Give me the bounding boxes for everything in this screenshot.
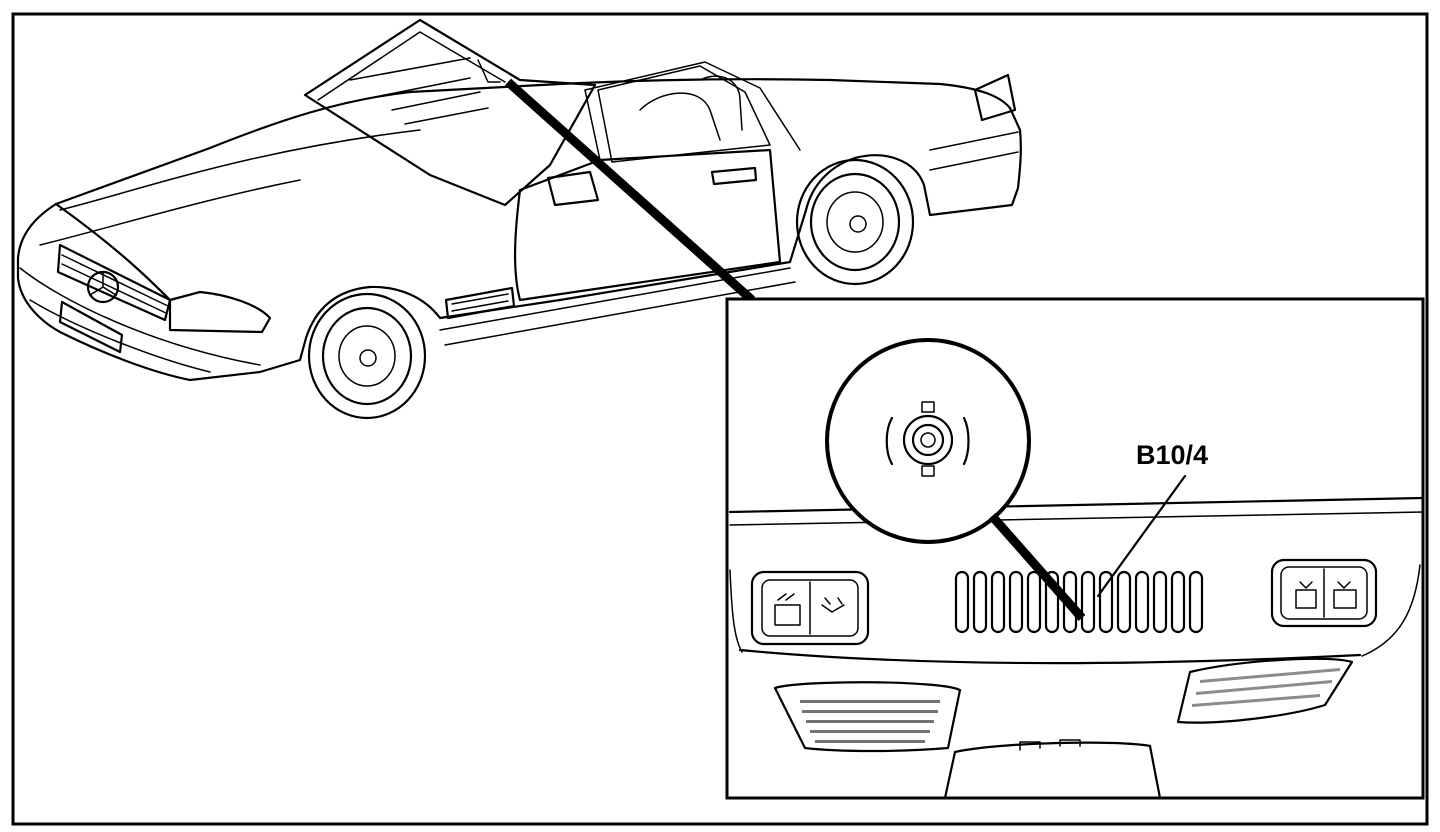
lower-console: [943, 741, 1162, 800]
component-label: B10/4: [1136, 440, 1208, 470]
detail-inset: B10/4: [725, 297, 1425, 800]
front-wheel: [307, 292, 427, 420]
right-reading-lamp: [1176, 657, 1354, 724]
rear-wheel: [795, 158, 915, 286]
inset-frame: [725, 297, 1425, 800]
outer-frame: [11, 12, 1429, 826]
right-roof-switch: [1270, 558, 1378, 628]
left-reading-lamp: [773, 681, 962, 753]
car-illustration: [16, 18, 1022, 420]
label-leader: [1096, 474, 1187, 598]
magnifier-detail: [825, 338, 1031, 544]
location-leader-line: [505, 78, 755, 304]
magnifier-pointer: [988, 513, 1086, 621]
left-roof-switch: [750, 570, 870, 646]
